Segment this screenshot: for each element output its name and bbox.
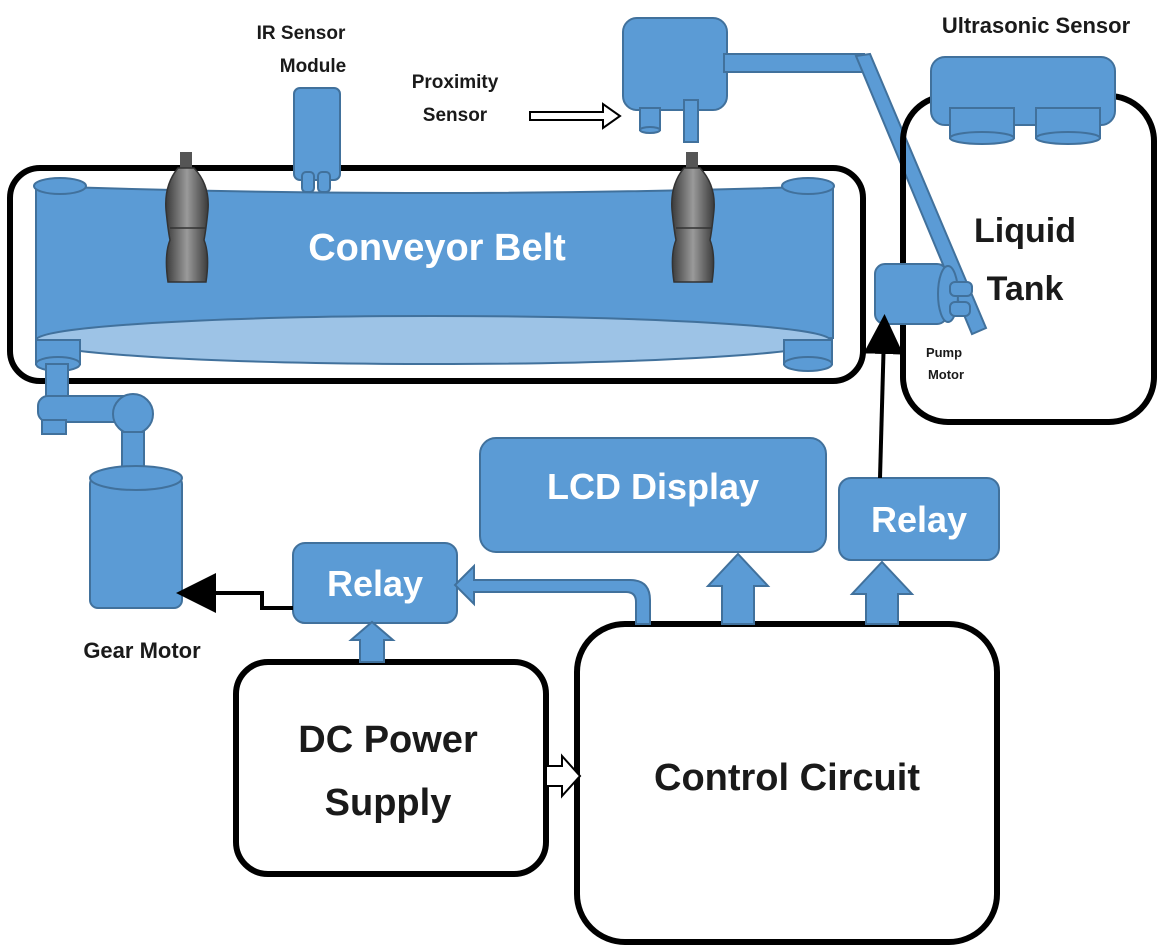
- arrow-relay-to-gear-motor: [176, 573, 293, 613]
- ultrasonic-sensor: [930, 56, 1116, 145]
- roller-bottom-right-cap: [783, 356, 833, 372]
- proximity-label-line1: Proximity: [412, 72, 499, 93]
- lcd-label: LCD Display: [547, 466, 759, 507]
- arrow-control-to-relay-right: [849, 560, 915, 625]
- gear-motor: [37, 363, 183, 609]
- ultrasonic-label: Ultrasonic Sensor: [942, 13, 1131, 38]
- proximity-label-line2: Sensor: [423, 105, 488, 126]
- liquid-tank-label-line2: Tank: [987, 270, 1064, 308]
- bottle-right: [671, 152, 715, 283]
- dc-power-supply: [233, 659, 549, 877]
- dc-label-line2: Supply: [325, 782, 452, 824]
- conveyor-label: Conveyor Belt: [308, 227, 566, 269]
- dc-label-line1: DC Power: [298, 719, 478, 761]
- gear-motor-label: Gear Motor: [83, 638, 201, 663]
- arrow-dc-to-control: [545, 753, 582, 799]
- ir-sensor-label-line2: Module: [280, 56, 347, 77]
- proximity-sensor: [622, 17, 728, 143]
- conveyor-belt: Conveyor Belt: [7, 165, 866, 384]
- ir-sensor-label-line1: IR Sensor: [257, 23, 346, 44]
- relay-left-label: Relay: [327, 563, 423, 604]
- lcd-display: [479, 437, 827, 553]
- liquid-pipe: [723, 52, 988, 336]
- roller-top-left: [33, 177, 87, 195]
- ir-sensor-module: [293, 87, 341, 193]
- relay-right: [838, 477, 1000, 561]
- bottle-left: [165, 152, 209, 283]
- conveyor-outline: [7, 165, 866, 384]
- liquid-tank-label-line1: Liquid: [974, 212, 1076, 250]
- pump-label-line2: Motor: [928, 367, 964, 382]
- roller-top-right: [781, 177, 835, 195]
- control-label: Control Circuit: [654, 757, 920, 799]
- relay-right-label: Relay: [871, 499, 967, 540]
- arrow-control-to-lcd: [705, 552, 771, 625]
- arrow-dc-to-relay: [348, 620, 396, 663]
- control-circuit: [574, 621, 1000, 945]
- arrow-relay-to-pump: [863, 314, 904, 479]
- proximity-pointer-arrow: [529, 102, 622, 130]
- arrow-control-to-relay-left: [453, 563, 651, 625]
- conveyor-belt-bottom: [35, 315, 831, 365]
- pump-motor: [874, 263, 973, 325]
- pump-label-line1: Pump: [926, 345, 962, 360]
